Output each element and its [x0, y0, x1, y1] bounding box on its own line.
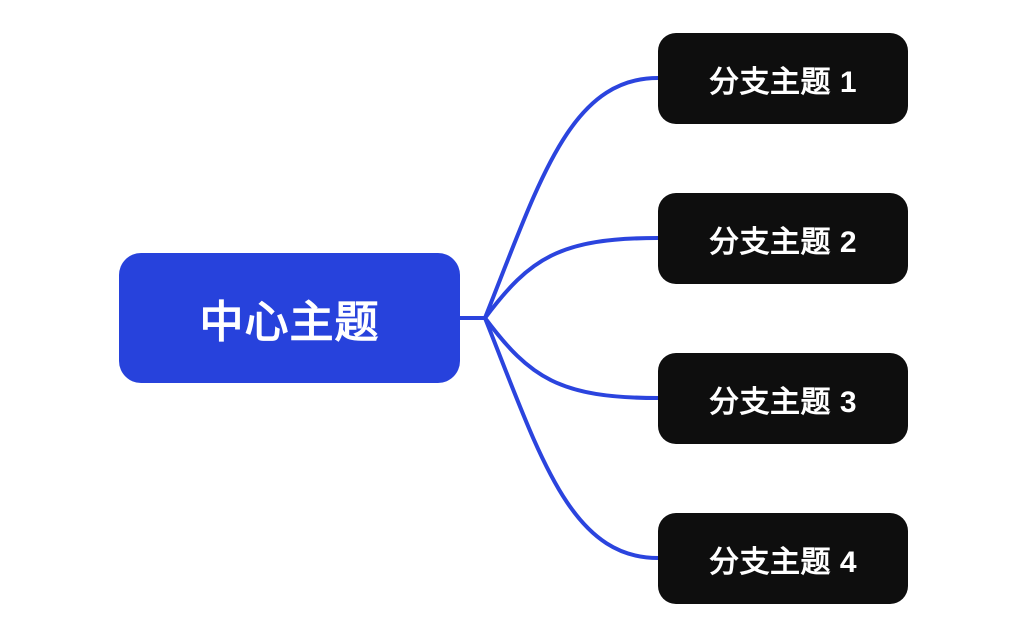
branch-node-2-label: 分支主题 2 — [708, 225, 858, 259]
connector-branch-4 — [483, 316, 660, 560]
branch-node-1[interactable]: 分支主题 1 — [658, 33, 908, 124]
central-node[interactable]: 中心主题 — [119, 253, 460, 383]
branch-node-3[interactable]: 分支主题 3 — [658, 353, 908, 444]
connector-branch-1 — [483, 76, 660, 320]
connector-branch-3 — [483, 316, 660, 400]
connector-branch-2 — [483, 236, 660, 320]
branch-node-1-label: 分支主题 1 — [708, 65, 858, 99]
branch-node-3-label: 分支主题 3 — [708, 385, 858, 419]
branch-node-4-label: 分支主题 4 — [708, 545, 858, 579]
branch-node-4[interactable]: 分支主题 4 — [658, 513, 908, 604]
branch-node-2[interactable]: 分支主题 2 — [658, 193, 908, 284]
central-node-label: 中心主题 — [199, 298, 380, 347]
